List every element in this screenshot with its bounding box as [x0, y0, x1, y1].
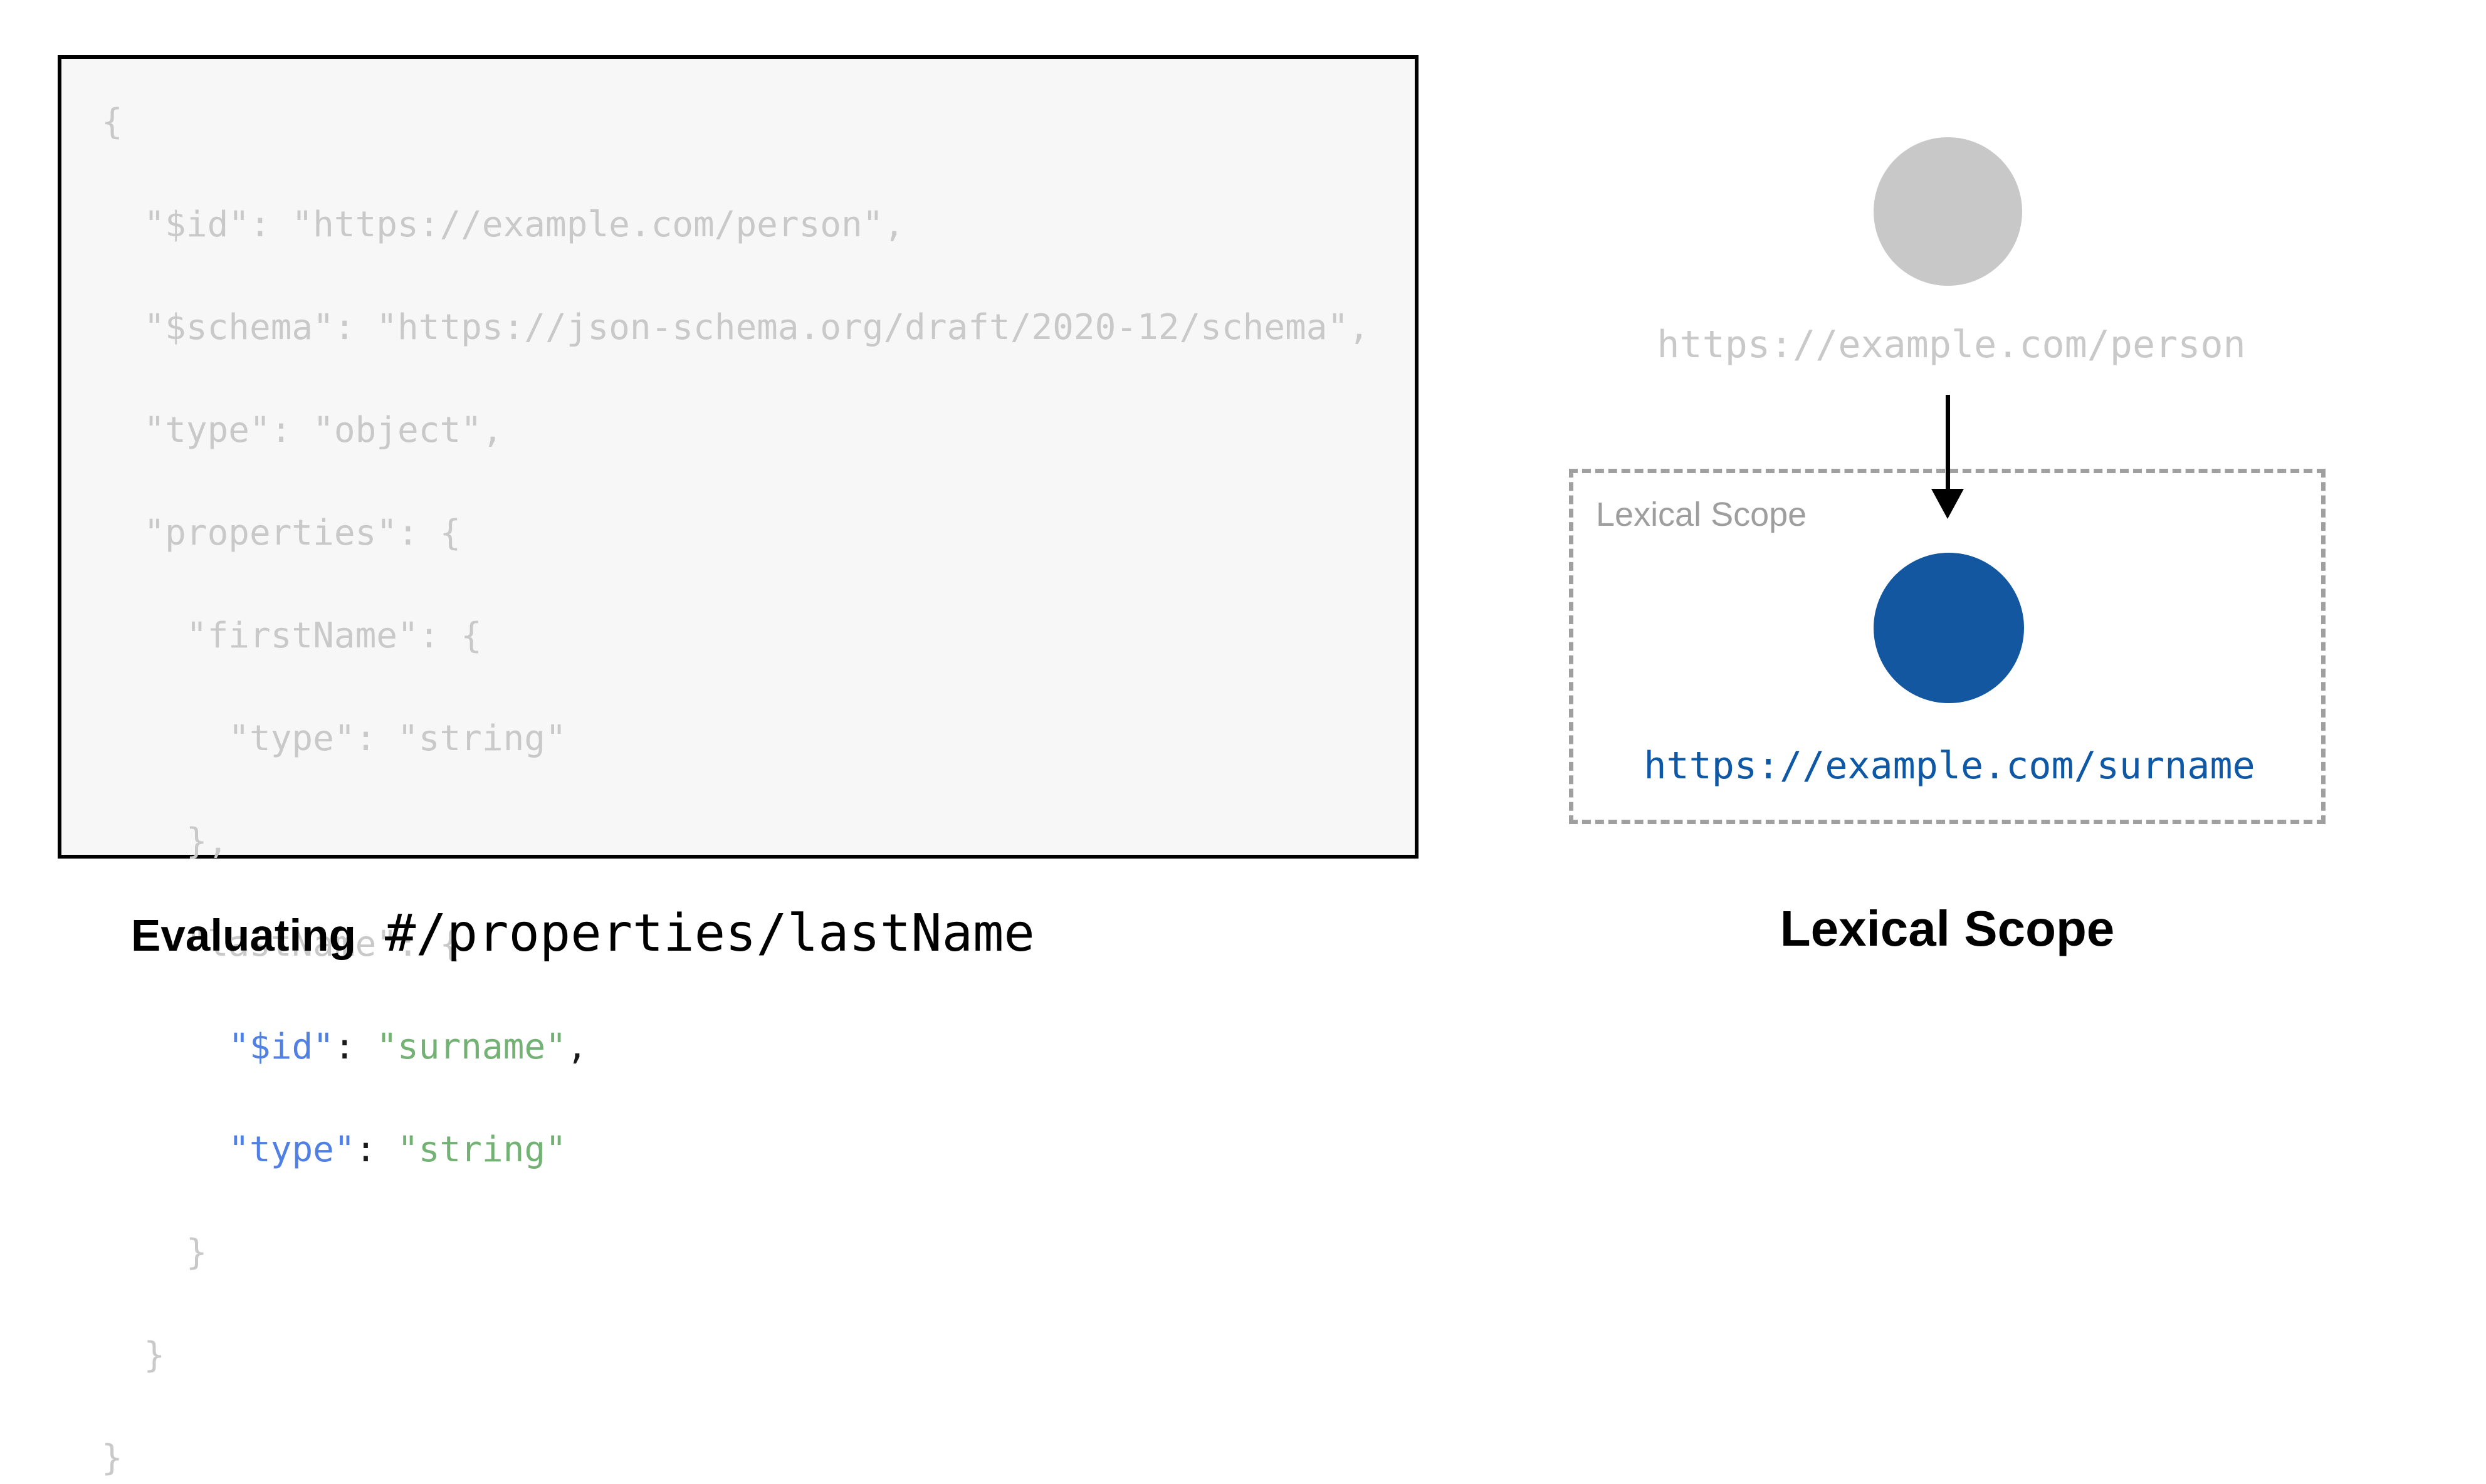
child-schema-node-circle — [1874, 553, 2024, 703]
schema-code-box: { "$id": "https://example.com/person", "… — [58, 55, 1419, 1478]
code-line-highlighted-type: "type": "string" — [102, 1124, 1370, 1176]
code-token-punct: : — [333, 1027, 377, 1067]
code-line: }, — [102, 821, 229, 862]
down-arrow-shaft — [1946, 395, 1950, 490]
code-token-string: "string" — [397, 1129, 567, 1170]
code-line: "lastName": { — [102, 924, 461, 964]
diagram-canvas: { "$id": "https://example.com/person", "… — [58, 55, 2326, 1478]
code-line: "type": "object", — [102, 410, 503, 451]
lexical-scope-caption: Lexical Scope — [1780, 901, 2115, 956]
code-line: } — [102, 1232, 207, 1273]
down-arrow — [1929, 395, 1967, 519]
code-token-string: "surname" — [376, 1027, 567, 1067]
code-token-punct: : — [355, 1129, 398, 1170]
child-schema-uri: https://example.com/surname — [1644, 744, 2255, 788]
code-line: "properties": { — [102, 513, 461, 553]
code-indent — [102, 1129, 228, 1170]
json-schema-code: { "$id": "https://example.com/person", "… — [102, 97, 1370, 1484]
evaluation-caption-word: Evaluating — [131, 911, 357, 961]
code-line: "$id": "https://example.com/person", — [102, 204, 905, 245]
code-line: "firstName": { — [102, 615, 482, 656]
code-line: { — [102, 102, 123, 142]
parent-schema-node-circle — [1874, 137, 2022, 286]
lexical-scope-box-label: Lexical Scope — [1596, 496, 1807, 533]
evaluation-caption-pointer: #/properties/lastName — [385, 904, 1035, 963]
code-line: } — [102, 1335, 165, 1376]
code-token-key: "type" — [228, 1129, 355, 1170]
code-token-punct: , — [566, 1027, 588, 1067]
parent-schema-uri: https://example.com/person — [1657, 323, 2246, 367]
code-indent — [102, 1027, 228, 1067]
code-line-highlighted-id: "$id": "surname", — [102, 1022, 1370, 1073]
evaluation-caption: Evaluating #/properties/lastName — [131, 906, 1035, 962]
down-arrow-head — [1931, 489, 1964, 519]
code-line: "type": "string" — [102, 718, 567, 759]
code-line: } — [102, 1438, 123, 1478]
code-line: "$schema": "https://json-schema.org/draf… — [102, 307, 1370, 348]
code-token-key: "$id" — [228, 1027, 334, 1067]
